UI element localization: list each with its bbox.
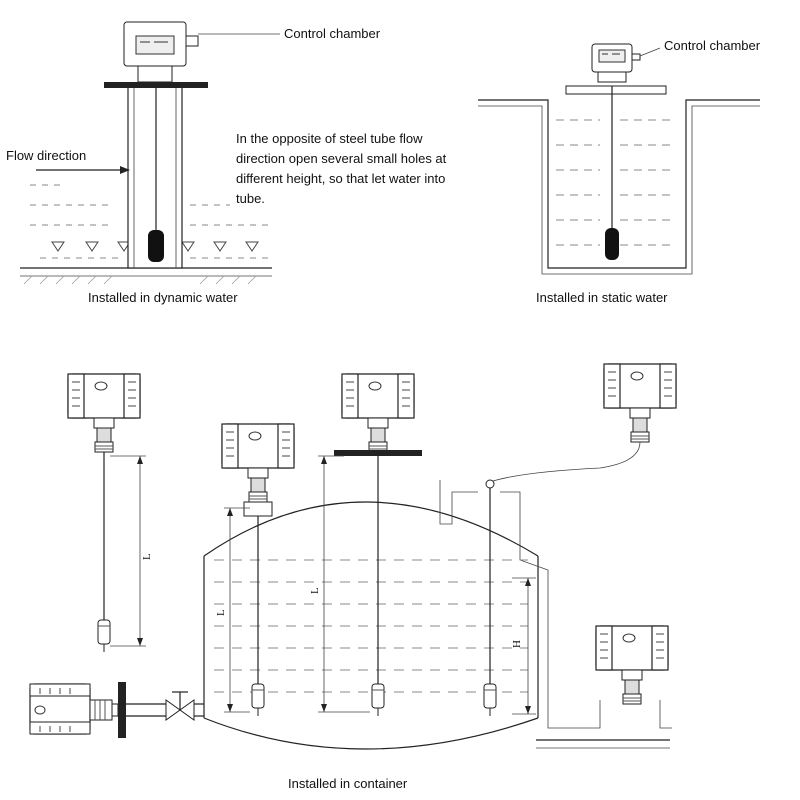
water-lines	[30, 184, 270, 259]
tank-dome	[203, 501, 539, 557]
side-mount-transmitter	[29, 683, 119, 735]
note-line-3: different height, so that let water into	[236, 171, 445, 186]
control-chamber-label-2: Control chamber	[664, 38, 761, 53]
probe-static	[605, 228, 619, 260]
top-flange	[104, 82, 208, 88]
well-water-lines	[556, 119, 676, 246]
transmitter-standalone	[67, 373, 141, 453]
water-surface-markers	[51, 241, 259, 252]
ground-hatch	[20, 267, 272, 285]
control-chamber-label-1: Control chamber	[284, 26, 381, 41]
flow-direction-label: Flow direction	[6, 148, 86, 163]
valve	[165, 691, 195, 721]
tank-water-lines	[214, 559, 528, 693]
static-water-installation: Control chamber Installed in static wate…	[478, 38, 761, 305]
well-cover	[565, 85, 667, 95]
side-flange	[118, 682, 126, 738]
well-outline	[478, 99, 760, 269]
caption-container: Installed in container	[288, 776, 408, 791]
control-chamber-dynamic	[123, 21, 199, 83]
tank-bottom	[203, 717, 539, 750]
caption-static-water: Installed in static water	[536, 290, 668, 305]
note-line-1: In the opposite of steel tube flow	[236, 131, 423, 146]
dim-L3-label: L	[309, 587, 321, 594]
transmitter-bottom-right	[595, 625, 669, 705]
container-installation: L L L H	[29, 363, 677, 791]
transmitter-flange-center	[341, 373, 415, 453]
dim-L2-label: L	[215, 609, 227, 616]
center-flange	[334, 450, 422, 456]
note-line-2: direction open several small holes at	[236, 151, 447, 166]
transmitter-tank-top-left	[221, 423, 295, 503]
dim-H-label: H	[511, 640, 523, 648]
dim-L1-label: L	[141, 553, 153, 560]
note-line-4: tube.	[236, 191, 265, 206]
transmitter-cable-top-right	[603, 363, 677, 443]
control-chamber-static	[591, 43, 641, 83]
dynamic-water-installation: Control chamber Flow direction In the op…	[6, 21, 447, 305]
caption-dynamic-water: Installed in dynamic water	[88, 290, 238, 305]
probe-dynamic	[148, 230, 164, 262]
